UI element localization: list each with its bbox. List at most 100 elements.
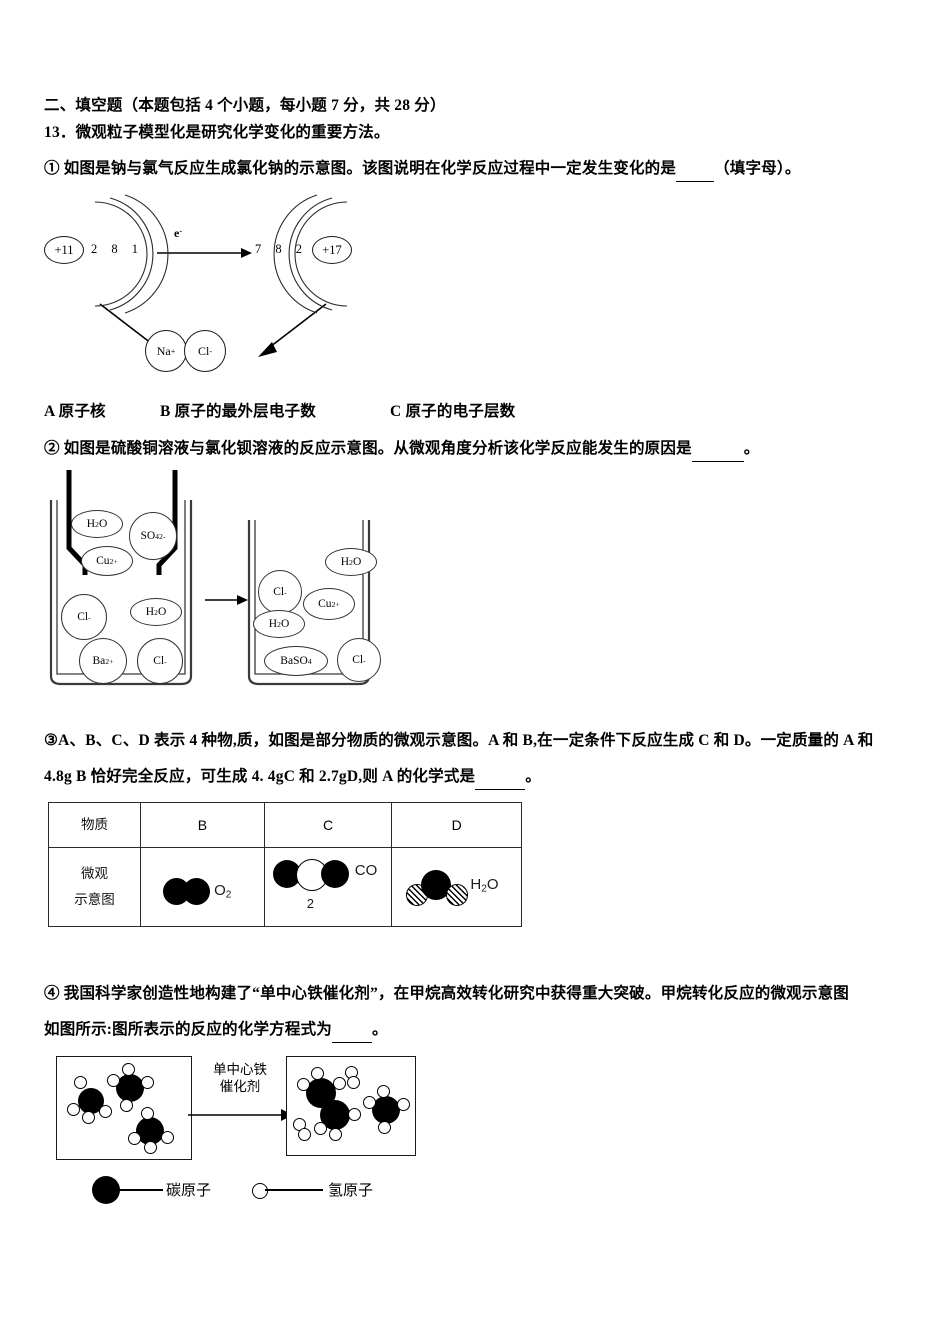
legend-carbon-label: 碳原子 [166,1182,212,1199]
legend-carbon-leader-line [119,1189,163,1191]
particle-chloride-right-2: Cl- [337,638,381,682]
table-header-col-b: B [197,817,208,833]
hydrogen-atom-icon [347,1076,360,1089]
product-ion-sodium: Na+ [145,330,187,372]
part2-prompt-tail: 。 [743,440,760,457]
dropper-funnel-outline [66,470,178,575]
hydrogen-atom-icon [363,1096,376,1109]
chlorine-nucleus-charge: +17 [312,236,352,264]
hydrogen-atom-icon [329,1128,342,1141]
part3-answer-blank[interactable] [475,765,526,791]
part4-answer-blank[interactable] [331,1018,372,1044]
hydrogen-atom-icon [298,1128,311,1141]
part3-prompt-line1: ③A、B、C、D 表示 4 种物,质，如图是部分物质的微观示意图。A 和 B,在… [44,732,874,749]
molecule-label-co2-subscript: 2 [306,896,314,911]
sodium-electron-shell-arcs [94,194,169,314]
hydrogen-atom-icon [128,1132,141,1145]
hydrogen-atom-icon [161,1131,174,1144]
chlorine-to-product-arrow [258,303,327,357]
table-header-substance: 物质 [81,817,109,833]
carbon-atom-icon [372,1096,400,1124]
electron-transfer-label: e- [174,226,183,240]
catalyst-reaction-arrow [188,1109,293,1121]
part4-prompt-line2: 如图所示:图所表示的反应的化学方程式为 。 [44,1018,388,1044]
oxygen-atom-icon [183,878,211,905]
hydrogen-atom-icon [314,1122,327,1135]
legend-hydrogen-label: 氢原子 [328,1182,374,1199]
sodium-nucleus-charge: +11 [44,236,84,264]
part1-option-c: C 原子的电子层数 [390,403,516,420]
section-heading: 二、填空题（本题包括 4 个小题，每小题 7 分，共 28 分） [44,97,446,114]
hydrogen-atom-icon [141,1107,154,1120]
table-rowlabel-micro-line2: 示意图 [74,892,115,907]
part4-prompt-text: 如图所示:图所表示的反应的化学方程式为 [44,1021,332,1038]
hydrogen-atom-icon [378,1121,391,1134]
hydrogen-atom-icon [377,1085,390,1098]
hydrogen-atom-icon [333,1077,346,1090]
hydrogen-atom-icon [397,1098,410,1111]
sodium-shell-electron-counts: 2 8 1 [91,242,144,256]
hydrogen-atom-icon [348,1108,361,1121]
table-row-header: 物质 B C D [47,802,522,848]
part1-option-a: A 原子核 [44,403,106,420]
table-header-col-c: C [322,817,334,833]
figure-sodium-chlorine-reaction: +11 2 8 1 e- 7 8 2 +17 Na+ C [40,190,440,385]
hydrogen-atom-icon [141,1076,154,1089]
legend-carbon-atom-icon [92,1176,120,1204]
particle-chloride-left-1: Cl- [61,594,107,640]
hydrogen-atom-icon [120,1099,133,1112]
particle-chloride-left-2: Cl- [137,638,183,684]
chlorine-shell-electron-counts: 7 8 2 [255,242,308,256]
part1-answer-blank[interactable] [676,157,715,183]
hydrogen-atom-icon [107,1074,120,1087]
hydrogen-atom-icon [446,884,469,906]
product-ion-chloride: Cl- [184,330,226,372]
hydrogen-atom-icon [99,1105,112,1118]
particle-chloride-right-1: Cl- [258,570,302,614]
table-row-molecules: 微观 示意图 O2 CO 2 [47,847,522,927]
table-header-col-d: D [451,817,462,833]
oxygen-atom-icon [320,860,349,888]
part3-prompt-line2: 4.8g B 恰好完全反应，可生成 4. 4gC 和 2.7gD,则 A 的化学… [44,765,541,791]
hydrogen-atom-icon [67,1103,80,1116]
part2-prompt: ② 如图是硫酸铜溶液与氯化钡溶液的反应示意图。从微观角度分析该化学反应能发生的原… [44,437,760,463]
molecule-label-co2-main: CO [354,862,378,879]
question-stem: 13．微观粒子模型化是研究化学变化的重要方法。 [44,124,390,141]
part1-option-b: B 原子的最外层电子数 [160,403,316,420]
chlorine-electron-shell-arcs [273,194,348,314]
molecule-label-o2: O2 [214,882,232,901]
hydrogen-atom-icon [122,1063,135,1076]
figure-methane-conversion: 单中心铁 催化剂 碳原子 [48,1052,448,1217]
part4-prompt-line1: ④ 我国科学家创造性地构建了“单中心铁催化剂”，在甲烷高效转化研究中获得重大突破… [44,985,849,1002]
catalyst-label-line1: 单中心铁 [213,1062,267,1077]
legend-hydrogen-leader-line [265,1189,323,1191]
table-rowlabel-micro-line1: 微观 [81,866,109,882]
part1-prompt: ① 如图是钠与氯气反应生成氯化钠的示意图。该图说明在化学反应过程中一定发生变化的… [44,157,801,183]
catalyst-label-line2: 催化剂 [219,1078,261,1094]
hydrogen-atom-icon [74,1076,87,1089]
substance-microscopic-diagram-table: 物质 B C D 微观 示意图 O2 [47,802,522,927]
molecule-o2: O2 [141,848,264,926]
hydrogen-atom-icon [297,1078,310,1091]
hydrogen-atom-icon [311,1067,324,1080]
carbon-atom-icon [116,1074,144,1102]
part2-answer-blank[interactable] [691,437,744,463]
part2-prompt-text: ② 如图是硫酸铜溶液与氯化钡溶液的反应示意图。从微观角度分析该化学反应能发生的原… [44,440,692,457]
part3-prompt-text: 4.8g B 恰好完全反应，可生成 4. 4gC 和 2.7gD,则 A 的化学… [44,768,476,785]
hydrogen-atom-icon [82,1111,95,1124]
part1-prompt-text: ① 如图是钠与氯气反应生成氯化钠的示意图。该图说明在化学反应过程中一定发生变化的… [44,160,677,177]
part4-prompt-tail: 。 [371,1021,388,1038]
molecule-h2o: H2O [392,848,521,926]
part1-prompt-tail: （填字母）。 [714,160,801,177]
molecule-co2: CO 2 [265,848,392,926]
